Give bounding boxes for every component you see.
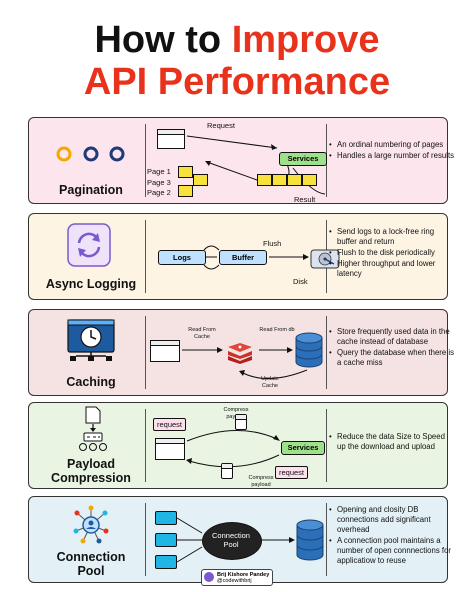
- read-cache-label: Read From Cache: [188, 327, 216, 340]
- logs-box: Logs: [158, 250, 206, 265]
- buffer-box: Buffer: [219, 250, 267, 265]
- client-window: [155, 438, 185, 460]
- page-block: [178, 185, 193, 197]
- client-window: [157, 129, 185, 149]
- redis-icon: [225, 342, 255, 364]
- compression-arrows: [186, 430, 280, 468]
- disk-label: Disk: [293, 277, 308, 286]
- database-icon: [294, 332, 324, 368]
- caching-bullets: Store frequently used data in the cache …: [327, 327, 455, 369]
- section-title-payload-line1: Payload: [67, 457, 115, 471]
- divider: [145, 124, 146, 197]
- async-logging-bullets: Send logs to a lock-free ring buffer and…: [327, 227, 455, 280]
- bullet-item: Higher throughput and lower latency: [329, 259, 455, 279]
- bullet-item: Flush to the disk periodically: [329, 248, 455, 258]
- page-block: [257, 174, 272, 186]
- database-icon: [295, 519, 325, 561]
- page-block: [287, 174, 302, 186]
- section-title-payload-line2: Compression: [51, 471, 131, 485]
- divider: [326, 316, 327, 389]
- bullet-item: Store frequently used data in the cache …: [329, 327, 455, 347]
- read-db-label: Read From db: [259, 327, 295, 333]
- section-title-pagination: Pagination: [59, 183, 123, 197]
- connection-pool-label: Connection Pool: [212, 531, 250, 549]
- payload-compression-bullets: Reduce the data Size to Speed up the dow…: [327, 432, 455, 453]
- section-title-caching: Caching: [66, 375, 116, 389]
- bullet-item: Query the database when there is a cache…: [329, 348, 455, 368]
- result-label: Result: [294, 195, 316, 204]
- sync-arrows-icon: [67, 223, 111, 267]
- bullet-item: A connection pool maintains a number of …: [329, 536, 455, 566]
- divider: [145, 220, 146, 293]
- pagination-dots-icon: [56, 146, 126, 162]
- bullet-item: Opening and closity DB connections add s…: [329, 505, 455, 535]
- request-label: Request: [207, 121, 235, 130]
- page-block: [272, 174, 287, 186]
- section-title-connection-line1: Connection: [56, 550, 126, 564]
- title-accent: Improve: [231, 19, 380, 61]
- connection-pool-bullets: Opening and closity DB connections add s…: [327, 505, 455, 567]
- page2-label: Page 2: [147, 188, 171, 197]
- payload-file: [221, 463, 233, 479]
- author-badge: Brij Kishore Pandey @codewithbrij: [201, 569, 273, 586]
- flush-label: Flush: [263, 239, 282, 248]
- request-tag-bottom: request: [275, 466, 309, 479]
- client-box: [155, 533, 177, 547]
- pagination-bullets: An ordinal numbering of pages Handles a …: [327, 140, 455, 162]
- section-pagination: Pagination Request Services Page 1 Page …: [28, 117, 454, 204]
- page-block: [193, 174, 208, 186]
- page1-label: Page 1: [147, 167, 171, 176]
- connection-pool-circle: [202, 522, 262, 560]
- client-box: [155, 511, 177, 525]
- divider: [145, 316, 146, 389]
- pagination-arrows: [186, 135, 326, 195]
- caching-arrows: [182, 347, 308, 380]
- page-title-line1: How to Improve: [94, 19, 380, 61]
- page-block: [302, 174, 317, 186]
- author-handle: @codewithbrij: [217, 578, 252, 584]
- request-tag-top: request: [153, 418, 187, 431]
- bullet-item: An ordinal numbering of pages: [329, 140, 455, 150]
- pool-arrows: [176, 517, 295, 563]
- author-name: Brij Kishore Pandey: [217, 572, 270, 578]
- compressed-file-icon: [77, 406, 107, 454]
- divider: [145, 503, 146, 576]
- cache-server-icon: [66, 318, 116, 362]
- connection-network-icon: [71, 505, 111, 545]
- section-title-async-logging: Async Logging: [45, 277, 137, 291]
- bullet-item: Handles a large number of results: [329, 151, 455, 161]
- divider: [145, 409, 146, 482]
- update-cache-label: Update Cache: [261, 376, 279, 389]
- client-window: [150, 340, 180, 362]
- divider: [326, 409, 327, 482]
- section-payload-compression: Payload Compression request Compress pay…: [28, 402, 448, 489]
- section-connection-pool: Connection Pool Connection Pool Opening …: [28, 496, 451, 583]
- section-caching: Caching Read From Cache Read From db Upd…: [28, 309, 454, 396]
- section-async-logging: Async Logging Flush Logs Buffer Disk Sen…: [28, 213, 448, 300]
- section-title-connection-line2: Pool: [77, 564, 105, 578]
- services-box: Services: [281, 441, 325, 455]
- page-block: [178, 166, 193, 178]
- page-title-line2: API Performance: [83, 61, 391, 103]
- bullet-item: Send logs to a lock-free ring buffer and…: [329, 227, 455, 247]
- client-box: [155, 555, 177, 569]
- avatar: [204, 572, 214, 582]
- compress-label-bottom: Compress payload: [248, 475, 274, 488]
- logging-arrows: [203, 245, 309, 270]
- page3-label: Page 3: [147, 178, 171, 187]
- divider: [326, 503, 327, 576]
- services-box: Services: [279, 152, 327, 166]
- bullet-item: Reduce the data Size to Speed up the dow…: [329, 432, 455, 452]
- payload-file: [235, 414, 247, 430]
